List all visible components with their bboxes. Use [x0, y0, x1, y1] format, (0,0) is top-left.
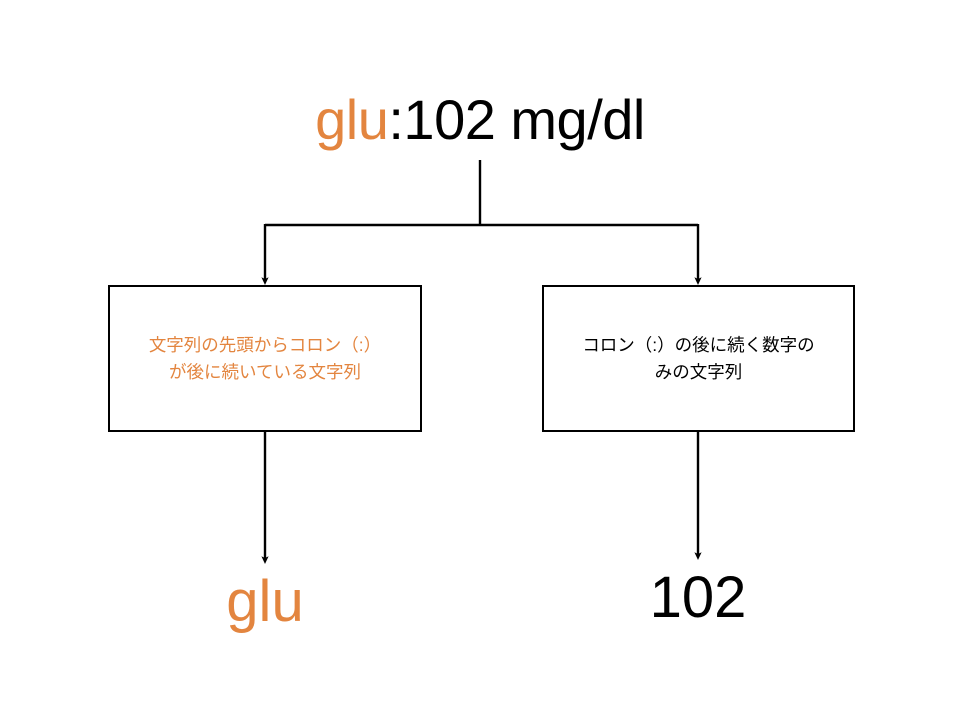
rule-box-right-text: コロン（:）の後に続く数字の みの文字列	[582, 334, 815, 382]
result-value-left: glu	[226, 569, 304, 634]
page-title: glu:102 mg/dl	[0, 88, 960, 152]
title-rest-segment: :102 mg/dl	[388, 88, 645, 151]
title-key-segment: glu	[315, 88, 389, 151]
rule-box-right: コロン（:）の後に続く数字の みの文字列	[542, 285, 855, 432]
result-value-right: 102	[649, 565, 747, 630]
rule-box-left-text: 文字列の先頭からコロン（:） が後に続いている文字列	[148, 334, 382, 382]
rule-box-left: 文字列の先頭からコロン（:） が後に続いている文字列	[108, 285, 422, 432]
